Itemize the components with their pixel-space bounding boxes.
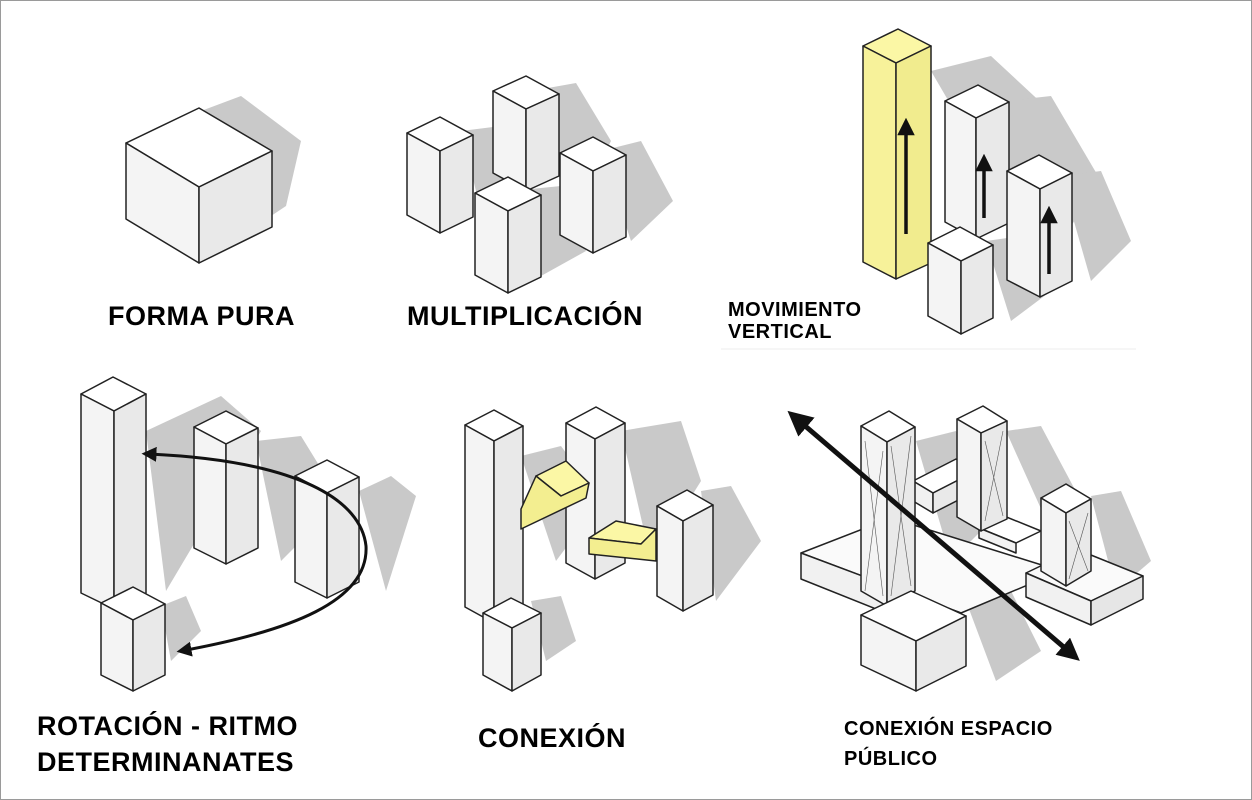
block-left [406, 116, 474, 234]
curved-arrow-icon [141, 446, 368, 657]
tower-back [956, 405, 1008, 532]
tower-right [294, 459, 360, 599]
shadow-shape [531, 596, 576, 661]
tower-tall [860, 410, 916, 607]
tower-middle [944, 84, 1010, 240]
shadow-shape [1061, 171, 1131, 281]
tower-yellow [862, 28, 932, 280]
tower-tall [80, 376, 147, 610]
label-rotacion-ritmo: ROTACIÓN - RITMO DETERMINANATES [37, 708, 298, 780]
label-line: CONEXIÓN ESPACIO [844, 718, 1053, 740]
tower-mid [193, 410, 259, 565]
label-conexion-espacio-publico: CONEXIÓN ESPACIO PÚBLICO [844, 714, 1053, 774]
panel-conexion [464, 406, 761, 692]
tower-short [482, 597, 542, 692]
shadow-shape [621, 421, 701, 561]
label-line: PÚBLICO [844, 748, 938, 770]
shadow-shape [161, 596, 201, 661]
tower-right [1040, 483, 1092, 587]
double-arrow-icon [787, 410, 1080, 661]
shadow-shape [1091, 491, 1151, 591]
tower-right [656, 489, 714, 612]
panel-conexion-espacio-publico [787, 405, 1151, 692]
panel-movimiento-vertical [721, 28, 1136, 350]
label-conexion: CONEXIÓN [478, 723, 626, 753]
shadow-shape [701, 486, 761, 601]
block-right [559, 136, 627, 254]
bridge-upper [520, 460, 590, 530]
shadow-shape [359, 476, 416, 591]
bridge-lower [588, 520, 657, 562]
label-movimiento-vertical: MOVIMIENTO VERTICAL [728, 299, 862, 344]
label-line: VERTICAL [728, 321, 832, 344]
label-line: MULTIPLICACIÓN [407, 301, 643, 331]
block-back [492, 75, 560, 192]
tower-short [927, 226, 994, 335]
label-line: DETERMINANATES [37, 747, 295, 777]
tower-left [464, 409, 524, 624]
label-line: MOVIMIENTO [728, 299, 862, 321]
label-line: FORMA PURA [108, 301, 295, 331]
panel-multiplicacion [406, 75, 673, 294]
cube-block [125, 107, 273, 264]
tower-short [100, 586, 166, 692]
label-forma-pura: FORMA PURA [108, 301, 295, 331]
block-front [474, 176, 542, 294]
tower-right [1006, 154, 1073, 298]
label-line: CONEXIÓN [478, 723, 627, 753]
label-line: ROTACIÓN - RITMO [37, 711, 298, 741]
panel-rotacion-ritmo [80, 376, 416, 692]
panel-forma-pura [125, 96, 301, 264]
label-multiplicacion: MULTIPLICACIÓN [407, 301, 643, 331]
